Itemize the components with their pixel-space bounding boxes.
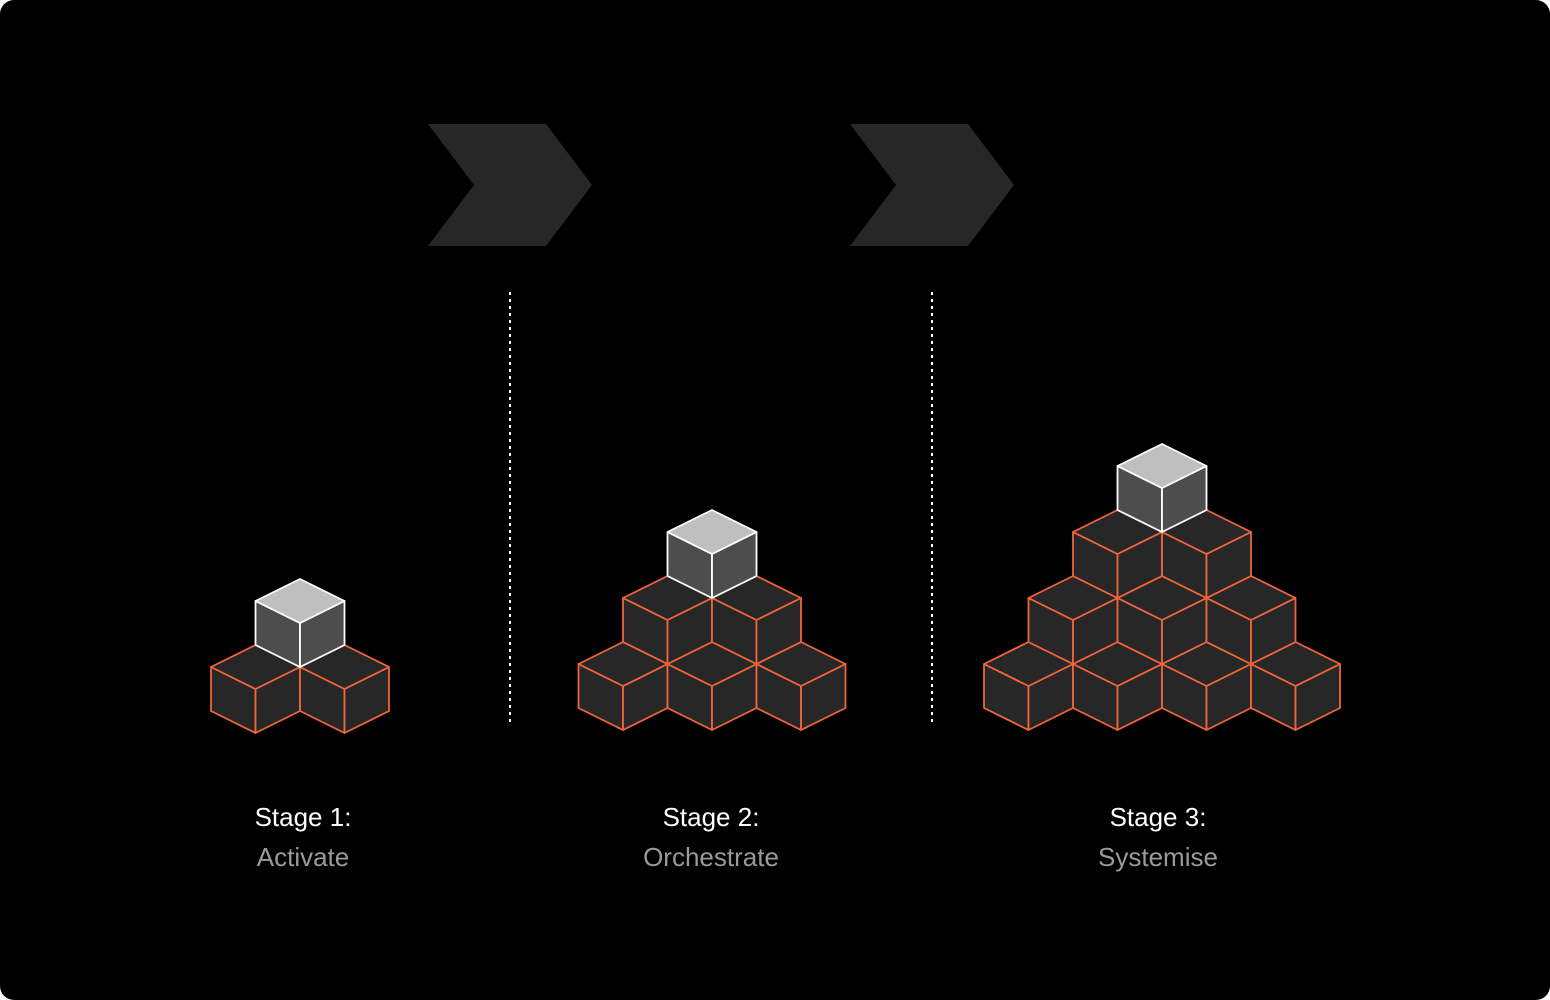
cube-icon <box>1116 443 1208 533</box>
cube-top-face <box>1116 443 1208 489</box>
cube-top-face <box>666 509 758 555</box>
cube-icon <box>299 644 390 734</box>
dividers-group <box>509 292 933 722</box>
stage-2-title: Stage 2: <box>662 802 760 832</box>
stage-3-name: Systemise <box>1098 842 1218 872</box>
stage-3-pyramid <box>983 443 1341 731</box>
cube-icon <box>254 578 346 668</box>
cube-icon <box>666 509 758 599</box>
cube-icon <box>210 644 301 734</box>
stage-1-label: Stage 1: Activate <box>153 797 453 877</box>
cube-icon <box>1072 509 1163 599</box>
arrows-group <box>428 124 1014 246</box>
stage-2-name: Orchestrate <box>643 842 779 872</box>
stage-2-label: Stage 2: Orchestrate <box>561 797 861 877</box>
stage-3-title: Stage 3: <box>1109 802 1207 832</box>
stage-2-pyramid <box>577 509 847 731</box>
stage-3-label: Stage 3: Systemise <box>1008 797 1308 877</box>
cube-top-face <box>254 578 346 624</box>
stage-1-name: Activate <box>256 842 350 872</box>
chevron-arrow-icon <box>850 124 1014 246</box>
chevron-arrow-icon <box>428 124 592 246</box>
cube-icon <box>622 575 713 665</box>
stage-1-pyramid <box>210 578 390 734</box>
stage-1-title: Stage 1: <box>254 802 352 832</box>
